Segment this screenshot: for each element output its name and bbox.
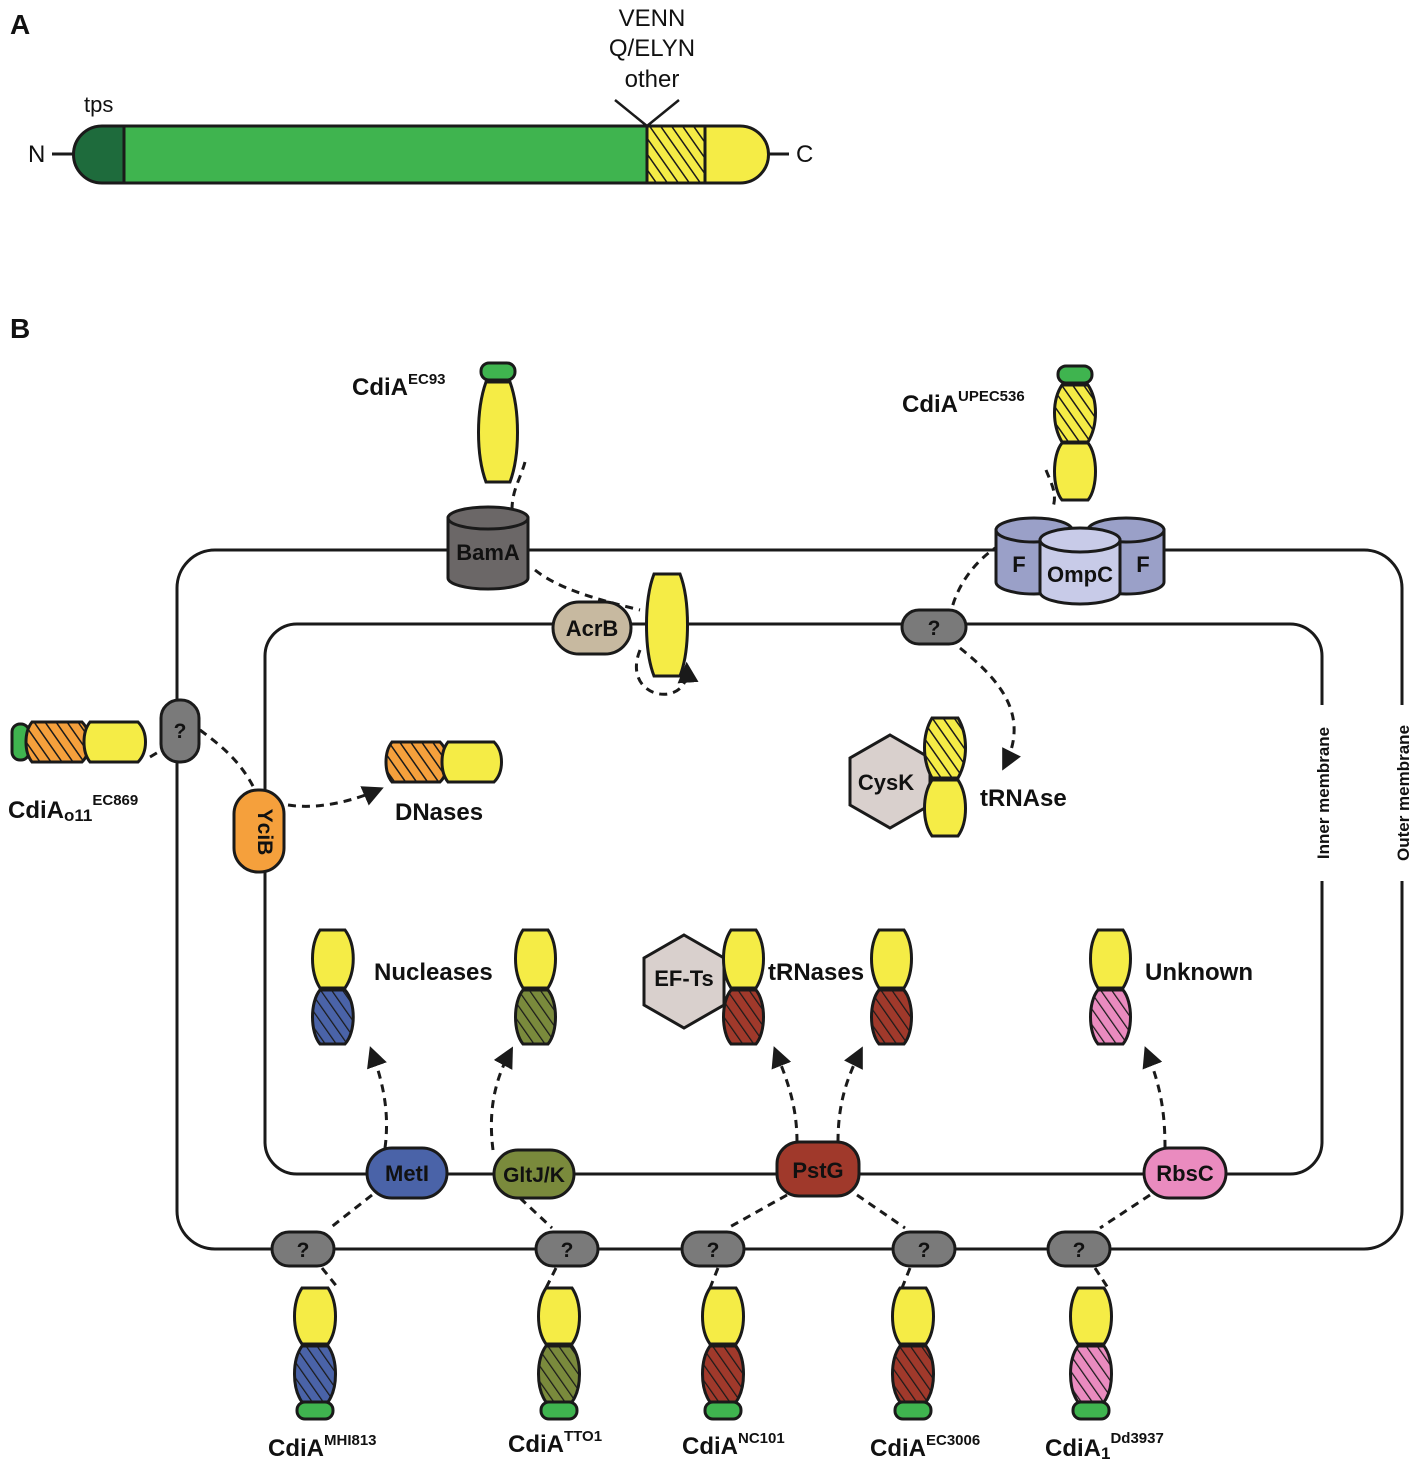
- panel-b-letter: B: [10, 313, 30, 344]
- cdia-ec93-toxin: [477, 361, 519, 484]
- svg-text:?: ?: [918, 1239, 931, 1262]
- nucleases-label: Nucleases: [374, 959, 493, 986]
- cdia-dd3937-label: CdiA1Dd3937: [1045, 1430, 1164, 1463]
- ycib-label: YciB: [253, 809, 276, 856]
- unknown-omp-3: ?: [680, 1230, 746, 1268]
- tps-label: tps: [84, 92, 113, 117]
- bama-label: BamA: [456, 540, 520, 565]
- ct-hatched-domain: [647, 126, 705, 183]
- rbsc-receptor: RbsC: [1142, 1146, 1228, 1200]
- cdia-upec536-label: CdiAUPEC536: [902, 388, 1025, 418]
- motif-qelyn: Q/ELYN: [609, 35, 695, 62]
- pstg-receptor: PstG: [775, 1140, 861, 1198]
- tps-domain: [73, 126, 124, 183]
- svg-text:?: ?: [1073, 1239, 1086, 1262]
- cdia-ec3006-toxin: [891, 1286, 935, 1421]
- panel-a-letter: A: [10, 9, 30, 40]
- inner-membrane: [263, 622, 1324, 1176]
- nuclease-toxin-blue: [311, 928, 355, 1046]
- unknown-omp-2: ?: [534, 1230, 600, 1268]
- cdia-ec869-toxin: [10, 720, 147, 764]
- outer-membrane-label: Outer membrane: [1394, 725, 1413, 861]
- outer-membrane: [175, 548, 1404, 1251]
- panel-a: A tps N C VENN Q/ELYN other: [10, 5, 813, 185]
- meti-label: MetI: [385, 1161, 429, 1186]
- cdia-upec536-toxin: [1053, 364, 1097, 502]
- cdia-ec93-label: CdiAEC93: [352, 371, 446, 401]
- gltjk-label: GltJ/K: [503, 1164, 565, 1187]
- cdia-mhi813-toxin: [293, 1286, 337, 1421]
- cdia-nc101-label: CdiANC101: [682, 1430, 785, 1460]
- svg-text:?: ?: [707, 1239, 720, 1262]
- rbsc-label: RbsC: [1156, 1161, 1214, 1186]
- ompf-label-right: F: [1136, 552, 1149, 577]
- unknown-omp-1: ?: [270, 1230, 336, 1268]
- pstg-label: PstG: [792, 1158, 843, 1183]
- dnases-label: DNases: [395, 799, 483, 826]
- trnase-toxin-brick: [870, 928, 913, 1046]
- unknown-label: Unknown: [1145, 959, 1253, 986]
- meti-receptor: MetI: [365, 1146, 449, 1200]
- trnases-label: tRNases: [768, 959, 864, 986]
- svg-text:?: ?: [297, 1239, 310, 1262]
- ompf-label-left: F: [1012, 552, 1025, 577]
- ycib-receptor: YciB: [232, 788, 286, 874]
- gltjk-receptor: GltJ/K: [492, 1148, 576, 1200]
- dnase-toxin: [384, 740, 503, 784]
- unknown-omp-left: ?: [159, 698, 201, 764]
- unknown-omp-left-label: ?: [174, 720, 187, 743]
- efts-trnase-complex: EF-Ts: [642, 928, 765, 1046]
- ompc-label: OmpC: [1047, 562, 1113, 587]
- cdia-dd3937-toxin: [1069, 1286, 1113, 1421]
- translocating-toxin: [645, 572, 689, 678]
- acrb-receptor: AcrB: [551, 600, 633, 656]
- unknown-imp-top-label: ?: [928, 617, 941, 640]
- fha-domain: [124, 126, 647, 183]
- unknown-omp-5: ?: [1046, 1230, 1112, 1268]
- nuclease-toxin-olive: [514, 928, 557, 1046]
- n-terminus-label: N: [28, 141, 45, 168]
- ompc-ompf-receptor: F F OmpC: [994, 516, 1166, 606]
- motif-venn: VENN: [619, 5, 686, 32]
- motif-other: other: [625, 66, 680, 93]
- cdia-tto1-label: CdiATTO1: [508, 1428, 602, 1458]
- cdia-nc101-toxin: [701, 1286, 745, 1421]
- trnase-label: tRNAse: [980, 785, 1067, 812]
- unknown-omp-4: ?: [891, 1230, 957, 1268]
- ct-toxin-domain: [705, 126, 769, 183]
- cdia-ec869-label: CdiAo11EC869: [8, 792, 138, 825]
- unknown-toxin-pink: [1089, 928, 1132, 1046]
- inner-membrane-label: Inner membrane: [1314, 727, 1333, 859]
- c-terminus-label: C: [796, 141, 813, 168]
- efts-label: EF-Ts: [654, 966, 713, 991]
- cysk-label: CysK: [858, 770, 914, 795]
- cysk-trnase-complex: CysK: [848, 716, 967, 838]
- unknown-imp-top: ?: [900, 608, 968, 646]
- bama-receptor: BamA: [446, 505, 530, 591]
- cdia-tto1-toxin: [537, 1286, 581, 1421]
- cdia-ec3006-label: CdiAEC3006: [870, 1432, 980, 1462]
- cdia-mhi813-label: CdiAMHI813: [268, 1432, 377, 1462]
- acrb-label: AcrB: [566, 616, 619, 641]
- svg-text:?: ?: [561, 1239, 574, 1262]
